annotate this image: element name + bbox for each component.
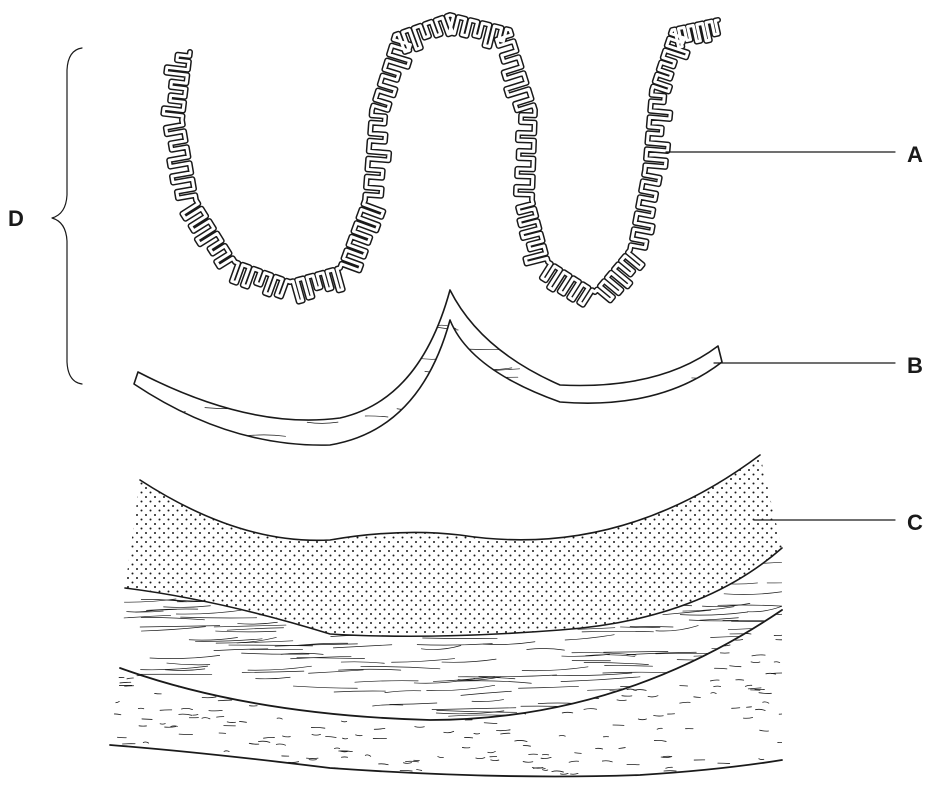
label-a: A [907, 142, 923, 167]
label-d: D [8, 206, 24, 231]
stippled-layer [125, 455, 782, 636]
bracket-d [52, 48, 82, 384]
label-b: B [907, 353, 923, 378]
label-c: C [907, 510, 923, 535]
mucosa-fold-layer [163, 15, 718, 305]
submucosa-layer [134, 290, 732, 451]
